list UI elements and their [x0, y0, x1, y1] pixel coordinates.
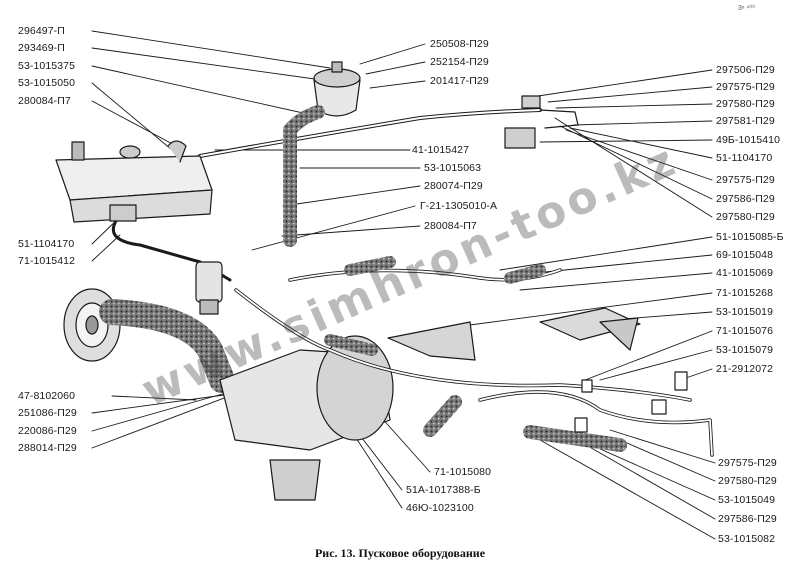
label-right-8: 297586-П29	[716, 193, 775, 205]
label-left-2: 293469-П	[18, 42, 65, 54]
label-left-9: 251086-П29	[18, 407, 77, 419]
hose-center	[324, 334, 378, 356]
label-bottom-right-3: 53-1015049	[718, 494, 776, 506]
leader-lines-left	[91, 30, 331, 449]
label-right-7: 297575-П29	[716, 174, 775, 186]
mount-bracket	[539, 307, 641, 351]
label-mid-2: 53-1015063	[424, 162, 482, 174]
label-bottom-1: 71-1015080	[434, 466, 492, 478]
label-left-10: 220086-П29	[18, 425, 77, 437]
leader-lines-right	[469, 69, 713, 381]
long-pipe-1	[234, 288, 692, 402]
label-left-3: 53-1015375	[18, 60, 76, 72]
label-left-11: 288014-П29	[18, 442, 77, 454]
label-bottom-right-5: 53-1015082	[718, 533, 776, 545]
label-right-2: 297575-П29	[716, 81, 775, 93]
corner-mark: 3ⁿ ⁴⁰⁰	[738, 5, 756, 12]
label-right-5: 49Б-1015410	[716, 134, 781, 146]
reservoir-tank	[313, 61, 361, 117]
label-bottom-right-1: 297575-П29	[718, 457, 777, 469]
label-right-17: 21-2912072	[716, 363, 774, 375]
hose-fitting-mid	[344, 256, 396, 276]
label-right-12: 41-1015069	[716, 267, 774, 279]
top-fuel-pipe	[198, 95, 579, 158]
label-right-15: 71-1015076	[716, 325, 774, 337]
label-left-8: 47-8102060	[18, 390, 76, 402]
label-left-4: 53-1015050	[18, 77, 76, 89]
leader-lines-center	[214, 43, 426, 251]
label-right-6: 51-1104170	[716, 152, 773, 164]
label-right-13: 71-1015268	[716, 287, 774, 299]
label-top-3: 201417-П29	[430, 75, 489, 87]
label-bottom-right-2: 297580-П29	[718, 475, 777, 487]
clamps	[574, 371, 688, 433]
label-left-6: 51-1104170	[18, 238, 75, 250]
label-mid-5: 280084-П7	[424, 220, 477, 232]
label-right-9: 297580-П29	[716, 211, 775, 223]
label-left-1: 296497-П	[18, 25, 65, 37]
label-right-3: 297580-П29	[716, 98, 775, 110]
label-right-10: 51-1015085-Б	[716, 231, 784, 243]
label-right-14: 53-1015019	[716, 306, 774, 318]
heater-body	[219, 335, 394, 501]
label-right-16: 53-1015079	[716, 344, 774, 356]
label-top-1: 250508-П29	[430, 38, 489, 50]
label-right-11: 69-1015048	[716, 249, 774, 261]
hose-fitting-right	[504, 264, 546, 284]
fuel-filter	[195, 261, 223, 315]
long-pipe-3	[478, 390, 714, 457]
label-right-4: 297581-П29	[716, 115, 775, 127]
label-left-7: 71-1015412	[18, 255, 76, 267]
label-bottom-2: 51А-1017388-Б	[406, 484, 481, 496]
label-right-1: 297506-П29	[716, 64, 775, 76]
hose-lower-right	[523, 425, 627, 452]
guard-plate	[387, 321, 476, 361]
big-flex-hose	[99, 299, 235, 393]
label-top-2: 252154-П29	[430, 56, 489, 68]
label-mid-1: 41-1015427	[412, 144, 470, 156]
label-mid-3: 280074-П29	[424, 180, 483, 192]
label-mid-4: Г-21-1305010-А	[420, 200, 498, 212]
label-bottom-right-4: 297586-П29	[718, 513, 777, 525]
fuel-tank	[55, 140, 213, 223]
tank-drain-pipe	[109, 204, 232, 282]
figure-caption: Рис. 13. Пусковое оборудование	[314, 546, 486, 560]
label-bottom-3: 46Ю-1023100	[406, 502, 474, 514]
label-left-5: 280084-П7	[18, 95, 71, 107]
hose-lower-left	[423, 395, 462, 437]
